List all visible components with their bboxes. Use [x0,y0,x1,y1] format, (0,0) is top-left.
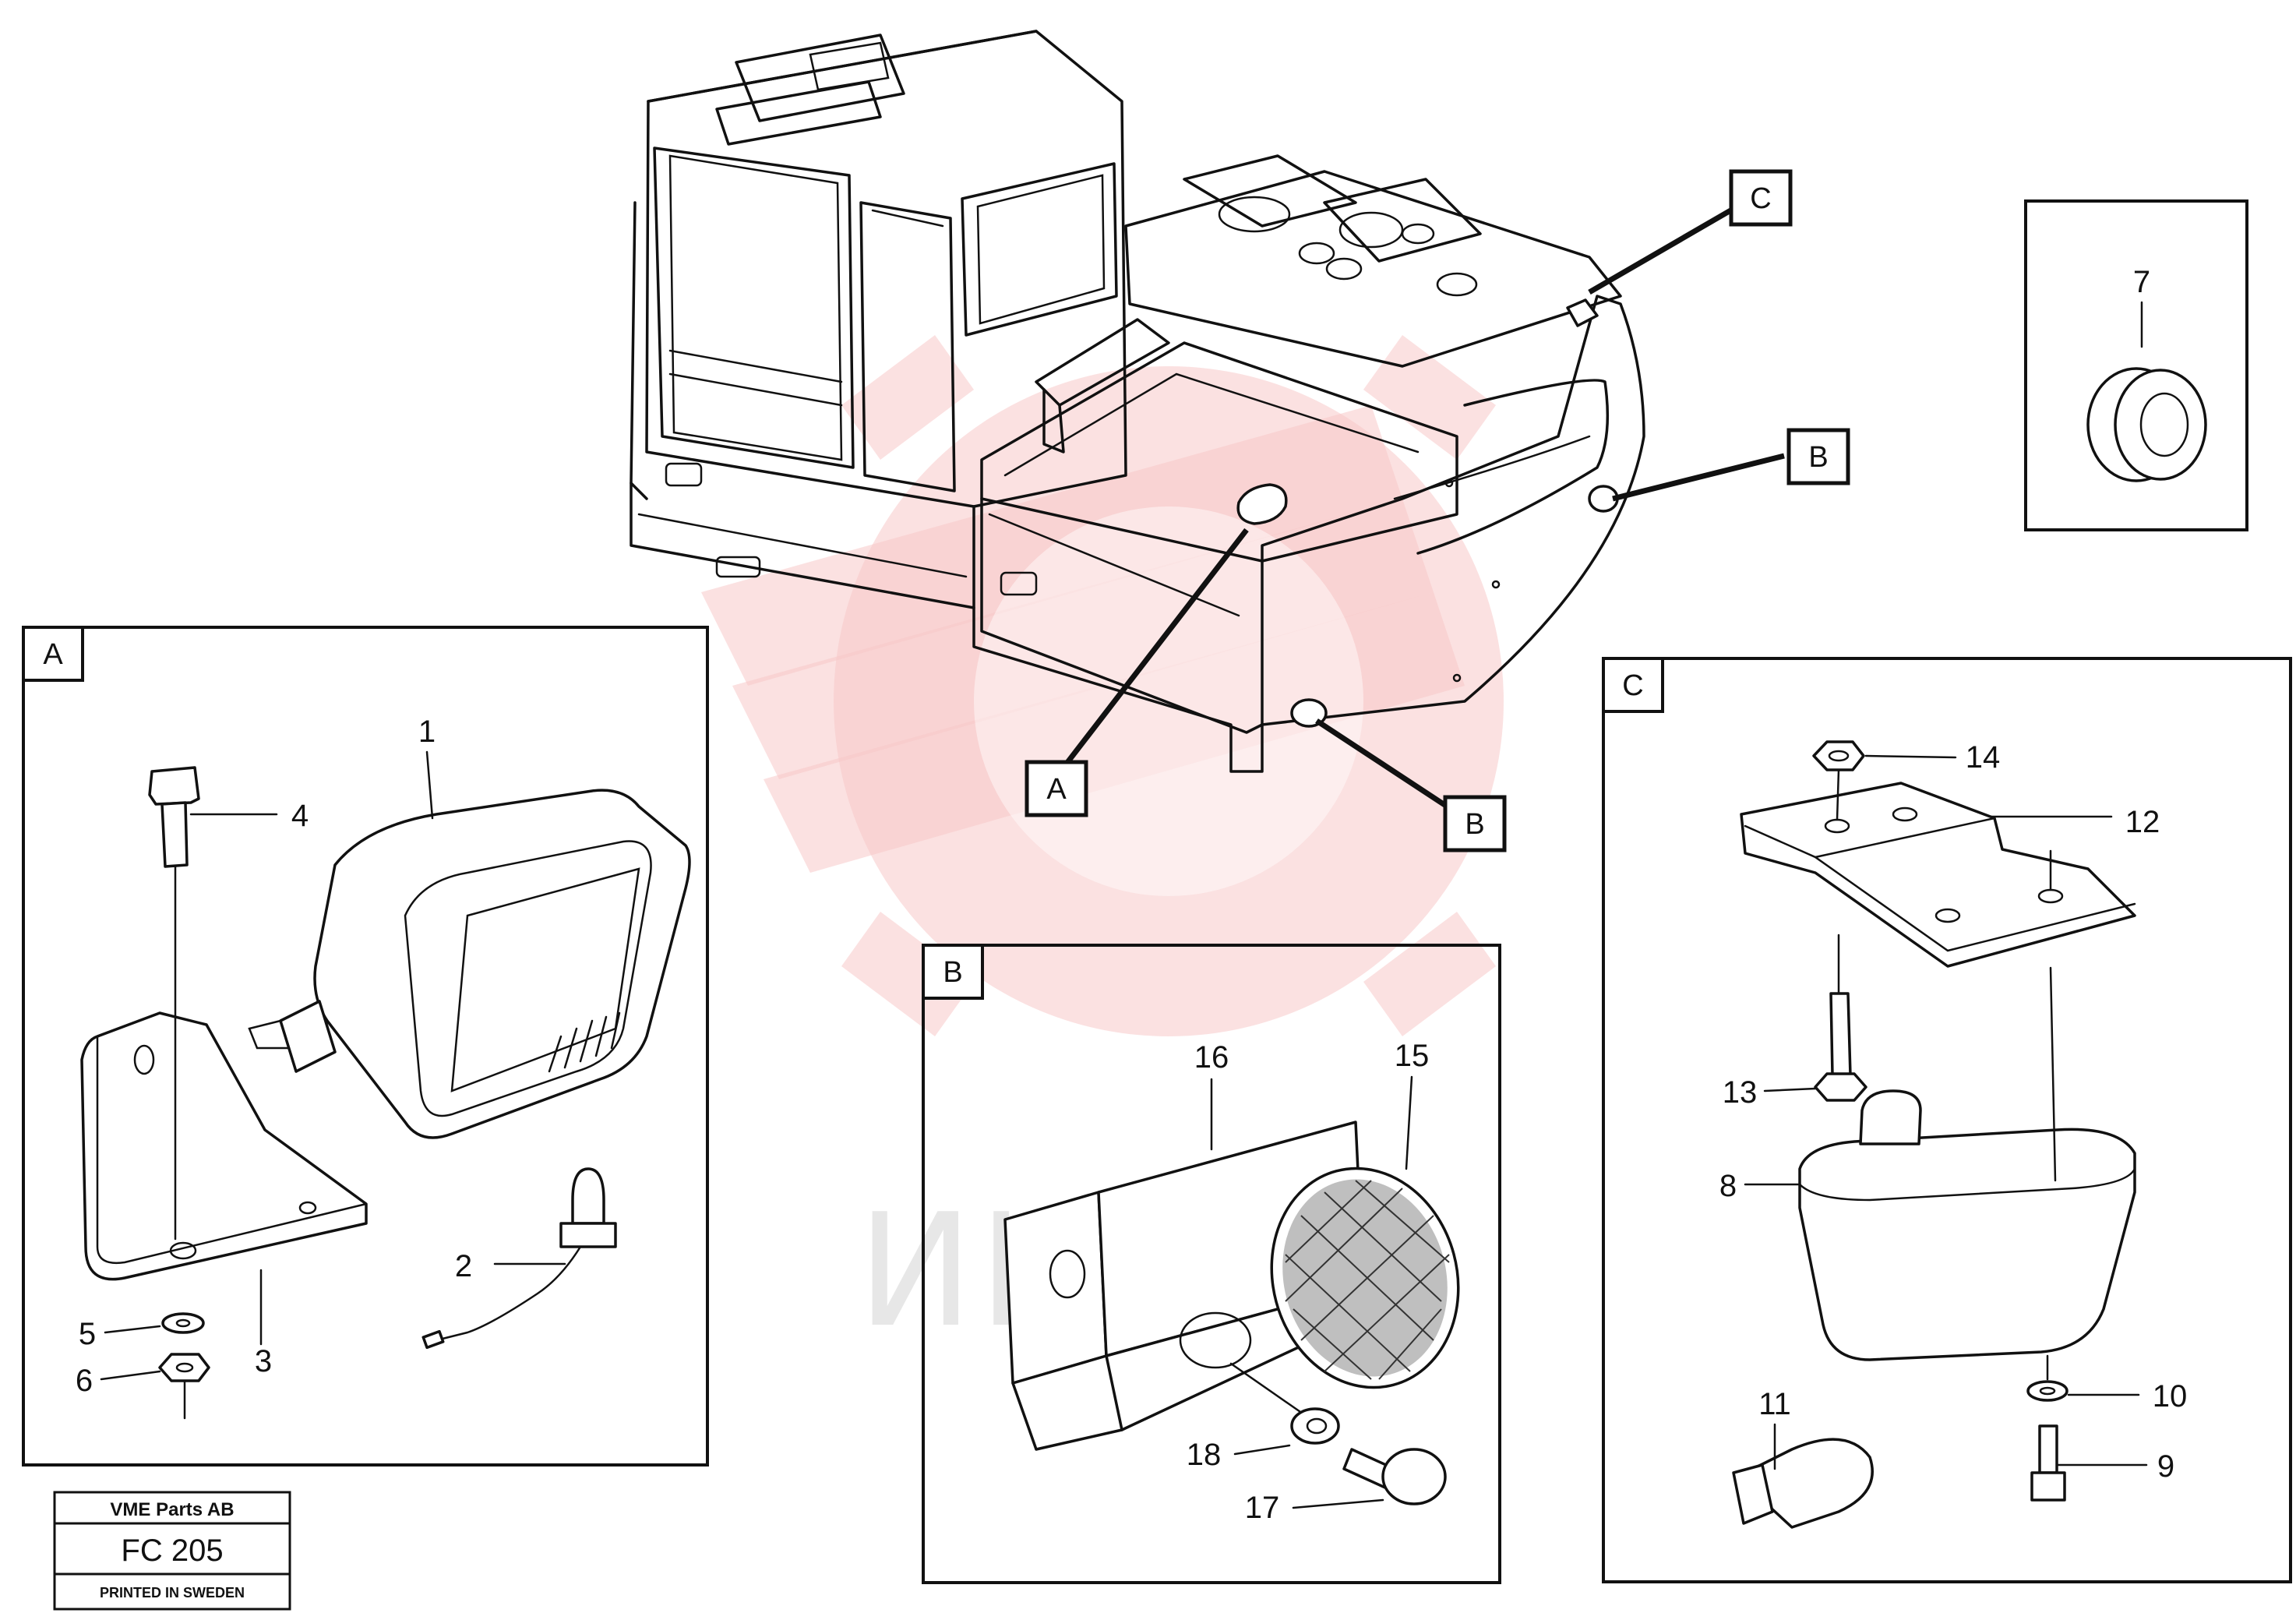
work-lamp-housing [313,789,691,1139]
part-label-8: 8 [1719,1169,1737,1203]
panel-b-reflector: B 16 15 18 17 [922,944,1501,1584]
screw-part-13 [1829,992,1852,1077]
part-label-12: 12 [2125,805,2160,839]
part-label-15: 15 [1395,1039,1430,1073]
panel-b-tag: B [943,956,962,989]
title-block: VME Parts AB FC 205 PRINTED IN SWEDEN [53,1491,291,1611]
bolt-part-4 [148,766,200,806]
part-label-18: 18 [1187,1438,1222,1472]
bulb-part-11 [1751,1438,1874,1529]
panel-c-rear-lamp: C 14 12 13 [1602,657,2292,1583]
part-label-17: 17 [1245,1491,1280,1525]
lamp-bracket [80,1011,368,1281]
part-label-5: 5 [79,1317,96,1351]
callout-box-a: A [1025,760,1088,817]
rear-lamp-part-8 [1798,1128,2136,1361]
part-label-2: 2 [455,1249,472,1283]
part-label-3: 3 [255,1344,272,1378]
part-label-16: 16 [1194,1040,1229,1075]
mounting-plate-12 [1740,782,2136,968]
part-label-6: 6 [76,1364,93,1398]
main-callout-leaders [1061,203,1785,813]
nut-part-6 [158,1353,210,1382]
part-label-10: 10 [2153,1379,2188,1414]
callout-box-c: C [1729,169,1793,227]
part-label-11: 11 [1758,1387,1791,1421]
part-label-9: 9 [2157,1449,2174,1484]
svg-text:B: B [1808,441,1828,474]
screw-part-9 [2038,1424,2058,1474]
part-label-1: 1 [418,715,436,749]
panel-a-tag: A [43,638,63,671]
panel-a-work-lamp: A 1 4 2 3 [22,626,709,1467]
nut-part-14 [1812,740,1865,771]
callout-box-b-side: B [1786,428,1850,485]
panel-grommet: 7 [2024,199,2248,531]
svg-text:B: B [1465,808,1484,841]
bulb-holder-part-2 [571,1167,605,1225]
callout-box-b-front: B [1443,795,1507,852]
part-label-7: 7 [2133,265,2150,299]
panel-c-tag: C [1622,669,1643,702]
title-code: FC 205 [121,1534,223,1568]
washer-part-5 [161,1312,205,1334]
svg-text:A: A [1046,773,1067,806]
part-label-4: 4 [291,799,309,833]
reflector-bracket-16 [1003,1191,1108,1385]
part-label-14: 14 [1966,740,2001,775]
excavator-body-illustration [630,30,1645,773]
svg-text:C: C [1750,182,1771,215]
part-label-13: 13 [1723,1075,1758,1110]
washer-part-18 [1290,1407,1340,1445]
washer-part-10 [2026,1380,2069,1402]
title-printed: PRINTED IN SWEDEN [100,1585,245,1601]
title-company: VME Parts AB [110,1499,234,1520]
